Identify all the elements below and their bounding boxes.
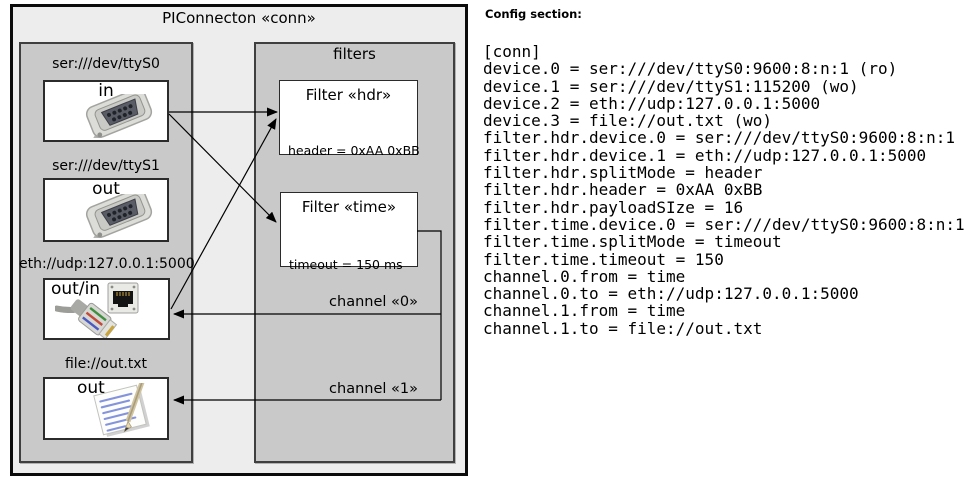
config-line: channel.1.from = time <box>483 301 686 321</box>
config-line: device.0 = ser:///dev/ttyS0:9600:8:n:1 (… <box>483 59 898 79</box>
config-line: [conn] <box>483 42 541 61</box>
config-line: filter.time.timeout = 150 <box>483 249 724 269</box>
config-line: filter.hdr.device.0 = ser:///dev/ttyS0:9… <box>483 128 956 148</box>
config-line: filter.hdr.device.1 = eth://udp:127.0.0.… <box>483 145 927 165</box>
filter-box-hdr: Filter «hdr» header = 0xAA 0xBB payloadS… <box>279 80 420 205</box>
config-line: filter.hdr.payloadSIze = 16 <box>483 197 744 217</box>
device-label-ttys0: ser:///dev/ttyS0 <box>52 56 160 72</box>
config-line: device.2 = eth://udp:127.0.0.1:5000 <box>483 93 821 113</box>
filter-box-time: Filter «time» timeout = 150 ms <box>280 192 418 272</box>
diagram-title: PIConnecton «conn» <box>162 9 316 27</box>
config-line: filter.hdr.splitMode = header <box>483 163 763 183</box>
config-line: device.3 = file://out.txt (wo) <box>483 111 772 131</box>
config-line: filter.hdr.header = 0xAA 0xBB <box>483 180 763 200</box>
notepad-icon <box>93 383 150 437</box>
device-direction: out <box>92 179 120 199</box>
config-line: channel.0.to = eth://udp:127.0.0.1:5000 <box>483 284 859 304</box>
device-label-ttys1: ser:///dev/ttyS1 <box>52 158 160 174</box>
filter-attribute: header = 0xAA 0xBB <box>288 143 420 158</box>
filters-panel-title: filters <box>333 45 376 63</box>
serial-port-icon <box>85 194 153 238</box>
filter-attribute: timeout = 150 ms <box>289 257 403 272</box>
config-listing: [conn] device.0 = ser:///dev/ttyS0:9600:… <box>483 43 964 337</box>
filter-title: Filter «hdr» <box>305 86 392 104</box>
filter-title: Filter «time» <box>301 198 397 216</box>
config-line: filter.time.splitMode = timeout <box>483 232 782 252</box>
config-line: channel.0.from = time <box>483 266 686 286</box>
device-direction: in <box>98 81 114 101</box>
ethernet-cable-icon <box>55 299 118 338</box>
device-label-file: file://out.txt <box>64 356 148 372</box>
device-box-eth: out/in <box>43 278 170 340</box>
config-line: channel.1.to = file://out.txt <box>483 318 763 338</box>
device-box-ttys1: out <box>43 178 169 242</box>
ethernet-jack-icon <box>107 282 139 314</box>
device-label-eth: eth://udp:127.0.0.1:5000 <box>19 256 195 272</box>
channel-1-label: channel «1» <box>329 381 418 397</box>
device-box-ttys0: in <box>43 80 169 142</box>
serial-port-icon <box>85 94 153 138</box>
config-line: filter.time.device.0 = ser:///dev/ttyS0:… <box>483 214 964 234</box>
device-box-file: out <box>43 377 169 440</box>
channel-0-label: channel «0» <box>329 294 418 310</box>
device-direction: out <box>77 378 105 398</box>
config-line: device.1 = ser:///dev/ttyS1:115200 (wo) <box>483 76 859 96</box>
config-section-heading: Config section: <box>485 7 582 21</box>
device-direction: out/in <box>51 279 101 299</box>
